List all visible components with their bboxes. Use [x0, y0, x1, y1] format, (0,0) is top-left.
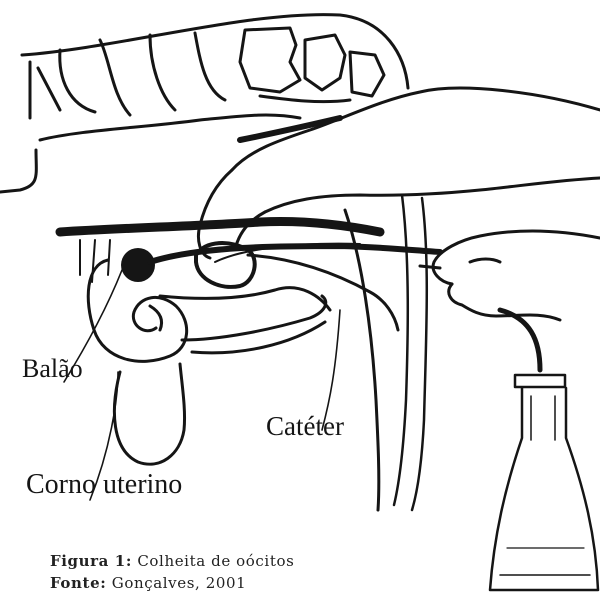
body-contour-drawing — [345, 195, 427, 510]
balao-label: Balão — [22, 356, 83, 382]
figure-caption-text: Colheita de oócitos — [137, 552, 294, 570]
figure-caption: Figura 1: Colheita de oócitos — [50, 552, 294, 570]
source-caption-text: Gonçalves, 2001 — [112, 574, 247, 592]
corno-uterino-label: Corno uterino — [26, 471, 182, 499]
label-leader-lines — [64, 270, 340, 500]
source-caption-label: Fonte: — [50, 574, 106, 592]
figure-caption-label: Figura 1: — [50, 552, 132, 570]
cateter-label: Catéter — [266, 413, 344, 440]
hand-drawing — [420, 231, 600, 320]
spine-drawing — [0, 15, 408, 192]
catheter-drawing — [150, 244, 440, 262]
collection-flask-drawing — [490, 375, 598, 590]
source-caption: Fonte: Gonçalves, 2001 — [50, 574, 246, 592]
balloon-drawing — [121, 248, 155, 282]
collection-tube-drawing — [500, 310, 540, 370]
